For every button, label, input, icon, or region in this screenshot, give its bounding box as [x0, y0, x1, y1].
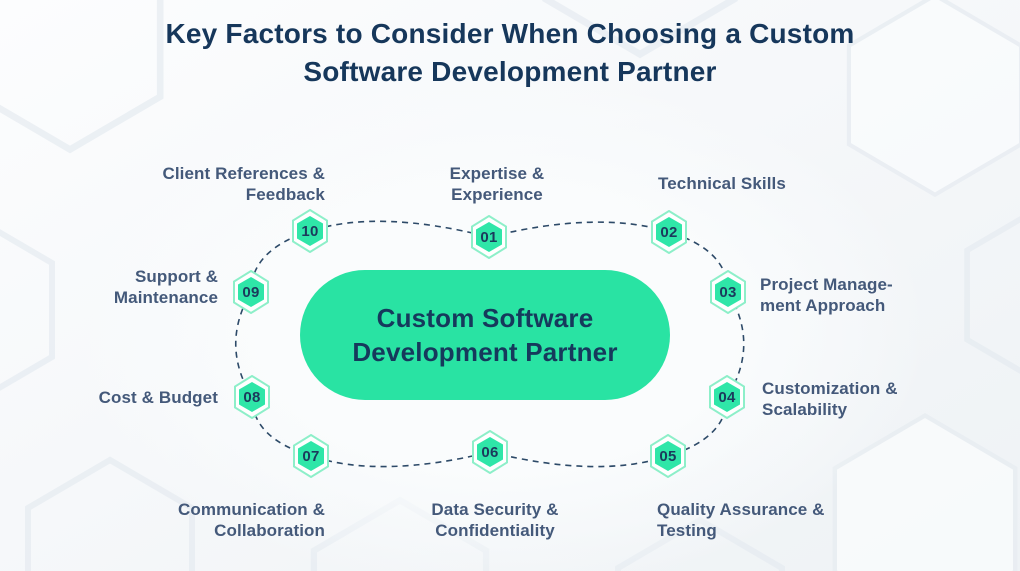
factor-label-line: Expertise &: [449, 164, 545, 183]
factor-07-number: 07: [302, 447, 320, 465]
page-title-line2: Software Development Partner: [303, 56, 717, 87]
page-title-line1: Key Factors to Consider When Choosing a …: [165, 18, 855, 49]
hexagon-badge-icon: [650, 433, 686, 479]
factor-07-label: Communication & Collaboration: [178, 499, 325, 541]
factor-07-badge: 07: [291, 433, 331, 479]
factor-05-badge: 05: [648, 433, 688, 479]
factor-09-label: Support & Maintenance: [114, 266, 218, 308]
hexagon-decoration: [835, 416, 1015, 571]
factor-label-line: Project Manage-: [760, 275, 893, 294]
factor-label-line: Collaboration: [214, 521, 325, 540]
page-title: Key Factors to Consider When Choosing a …: [0, 15, 1020, 91]
factor-label-line: Confidentiality: [435, 521, 555, 540]
factor-01-badge: 01: [469, 214, 509, 260]
hexagon-badge-icon: [651, 209, 687, 255]
factor-label-line: Cost & Budget: [98, 388, 218, 407]
factor-label-line: Maintenance: [113, 288, 218, 307]
factor-label-line: Technical Skills: [658, 174, 786, 193]
factor-03-number: 03: [719, 283, 737, 301]
factor-06-number: 06: [481, 443, 499, 461]
factor-label-line: Communication &: [178, 500, 325, 519]
center-node-line1: Custom Software: [376, 303, 594, 333]
hexagon-badge-icon: [292, 208, 328, 254]
factor-label-line: Experience: [451, 185, 543, 204]
factor-10-number: 10: [301, 222, 319, 240]
factor-08-number: 08: [243, 388, 261, 406]
factor-label-line: Testing: [657, 521, 717, 540]
factor-label-line: Feedback: [245, 185, 325, 204]
factor-02-number: 02: [660, 223, 678, 241]
hexagon-badge-icon: [293, 433, 329, 479]
factor-02-badge: 02: [649, 209, 689, 255]
hexagon-badge-icon: [471, 214, 507, 260]
factor-01-number: 01: [480, 228, 498, 246]
factor-05-number: 05: [659, 447, 677, 465]
hexagon-badge-icon: [234, 374, 270, 420]
hexagon-badge-icon: [233, 269, 269, 315]
factor-label-line: Quality Assurance &: [657, 500, 825, 519]
factor-label-line: Client References &: [162, 164, 325, 183]
factor-label-line: Support &: [134, 267, 218, 286]
factor-label-line: Scalability: [762, 400, 848, 419]
factor-02-label: Technical Skills: [658, 173, 786, 194]
factor-04-label: Customization & Scalability: [762, 378, 898, 420]
hexagon-decoration: [28, 460, 192, 571]
factor-06-badge: 06: [470, 429, 510, 475]
factor-09-badge: 09: [231, 269, 271, 315]
factor-08-badge: 08: [232, 374, 272, 420]
factor-06-label: Data Security & Confidentiality: [395, 499, 595, 541]
hexagon-badge-icon: [710, 269, 746, 315]
factor-08-label: Cost & Budget: [99, 387, 218, 408]
hexagon-decoration: [967, 205, 1020, 386]
factor-10-badge: 10: [290, 208, 330, 254]
center-node: Custom Software Development Partner: [300, 270, 670, 400]
factor-03-badge: 03: [708, 269, 748, 315]
factor-09-number: 09: [242, 283, 260, 301]
factor-04-badge: 04: [707, 374, 747, 420]
hexagon-decoration: [0, 215, 52, 405]
factor-03-label: Project Manage- ment Approach: [760, 274, 893, 316]
factor-05-label: Quality Assurance & Testing: [657, 499, 825, 541]
center-node-line2: Development Partner: [352, 337, 618, 367]
factor-01-label: Expertise & Experience: [397, 163, 597, 205]
factor-label-line: Customization &: [762, 379, 898, 398]
factor-label-line: Data Security &: [431, 500, 559, 519]
hexagon-badge-icon: [472, 429, 508, 475]
factor-10-label: Client References & Feedback: [162, 163, 325, 205]
factor-04-number: 04: [718, 388, 736, 406]
hexagon-badge-icon: [709, 374, 745, 420]
factor-label-line: ment Approach: [760, 296, 886, 315]
